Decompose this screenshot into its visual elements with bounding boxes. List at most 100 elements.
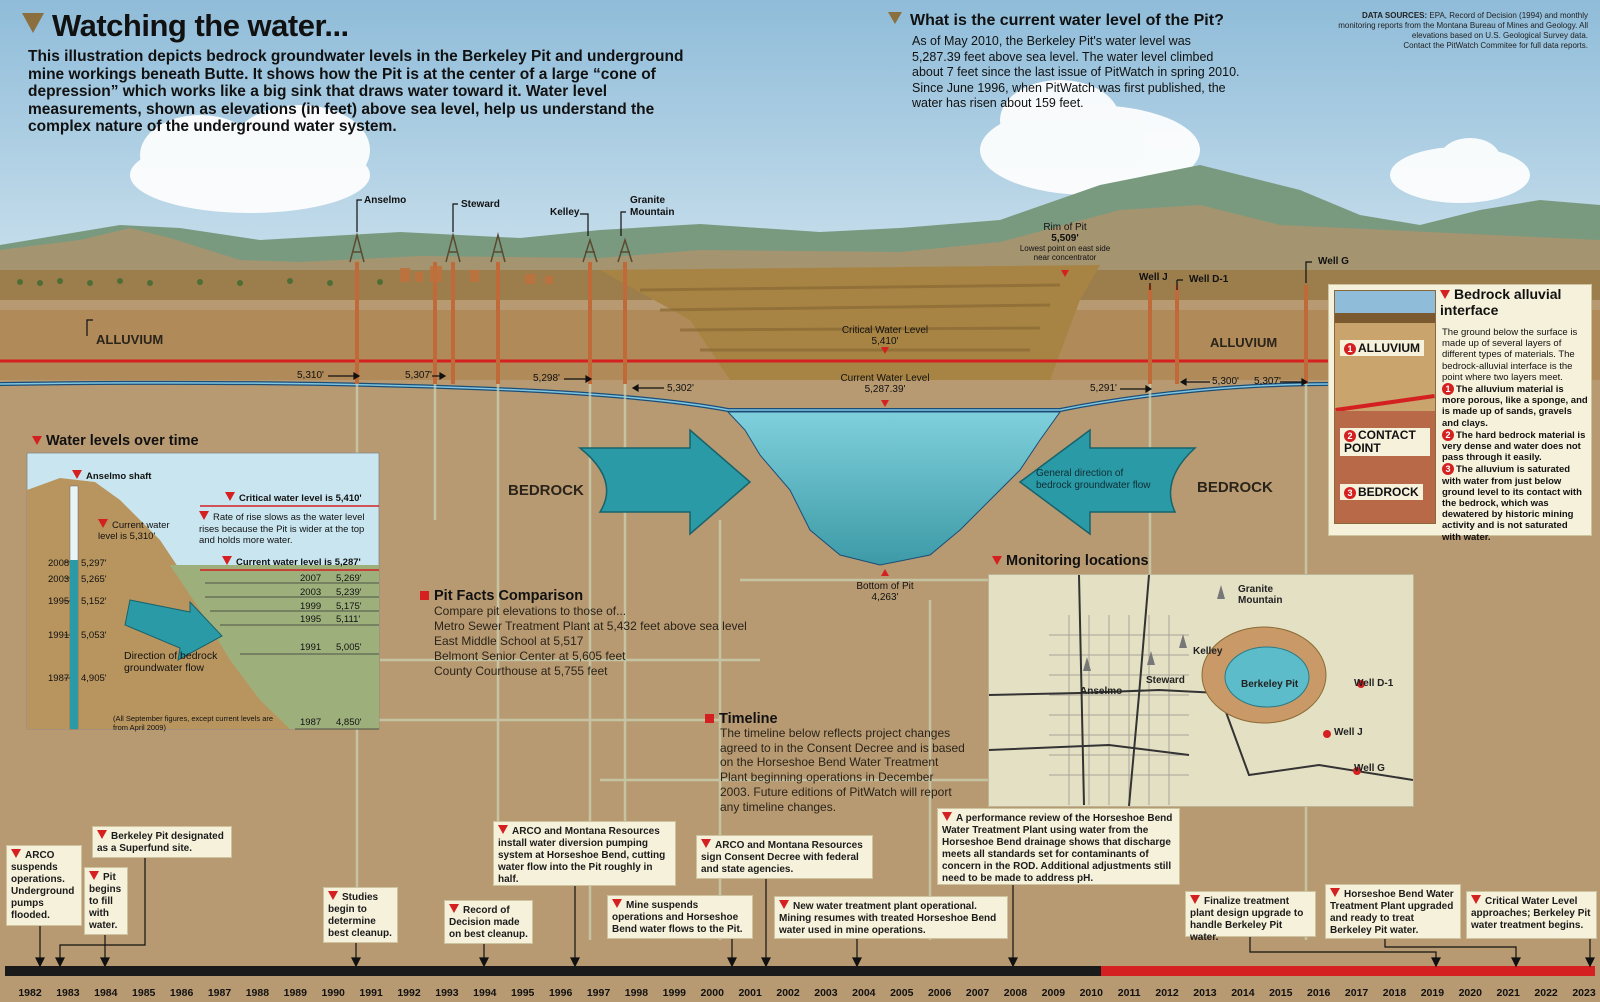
flow-direction-label: General direction of bedrock groundwater… [1036, 468, 1151, 491]
red-triangle-icon [779, 900, 789, 909]
timeline-year-label: 2009 [1041, 987, 1066, 999]
pit-level-value: 5,111' [336, 614, 361, 625]
timeline-year-label: 2006 [927, 987, 952, 999]
shaft-level-value: 5,053' [81, 630, 107, 641]
timeline-year-label: 2005 [890, 987, 914, 999]
map-label-well-g: Well G [1354, 763, 1385, 774]
shaft-label-steward: Steward [461, 199, 500, 210]
timeline-event: ARCO suspends operations. Underground pu… [6, 845, 82, 926]
intro-paragraph: This illustration depicts bedrock ground… [28, 48, 684, 135]
red-triangle-icon [199, 511, 209, 520]
alluvium-label-right: ALLUVIUM [1210, 335, 1278, 350]
shaft-label-anselmo: Anselmo [364, 195, 407, 206]
number-one-icon: 1 [1344, 343, 1356, 355]
level-reading: 5,300' [1212, 376, 1239, 387]
timeline-year-label: 1993 [435, 987, 459, 999]
red-triangle-icon [222, 556, 232, 565]
monitoring-map [988, 574, 1414, 807]
red-triangle-icon [72, 470, 82, 479]
timeline-year-label: 1987 [207, 987, 232, 999]
timeline-event: Mine suspends operations and Horseshoe B… [607, 895, 753, 939]
bedrock-interface-heading: Bedrock alluvial interface [1440, 286, 1562, 318]
timeline-year-label: 1988 [245, 987, 270, 999]
timeline-year-label: 2004 [852, 987, 876, 999]
timeline-year-label: 2010 [1079, 987, 1103, 999]
timeline-year-label: 1997 [586, 987, 611, 999]
red-triangle-icon [98, 519, 108, 528]
timeline-event: Finalize treatment plant design upgrade … [1185, 891, 1316, 943]
timeline-year-label: 1992 [397, 987, 421, 999]
timeline-year-label: 1990 [321, 987, 345, 999]
timeline-year-label: 1984 [94, 987, 118, 999]
timeline-year-label: 2019 [1420, 987, 1445, 999]
pit-level-value: 5,005' [336, 642, 362, 653]
red-triangle-icon [498, 825, 508, 834]
inset-flow-label: Direction of bedrock groundwater flow [124, 650, 218, 674]
well-label-j: Well J [1139, 272, 1168, 283]
current-water-level-label: Current Water Level 5,287.39' [840, 373, 930, 395]
inset-rate-note: Rate of rise slows as the water level ri… [199, 511, 365, 546]
timeline-event: Berkeley Pit designated as a Superfund s… [92, 826, 232, 858]
map-label-granite-mountain: Granite Mountain [1238, 584, 1283, 606]
shaft-level-row: 1991 [48, 630, 70, 641]
map-drawing [989, 575, 1413, 806]
timeline-year-label: 2011 [1117, 987, 1141, 999]
timeline-year-label: 1991 [359, 987, 383, 999]
timeline-year-label: 2023 [1572, 987, 1596, 999]
timeline-year-label: 2008 [1003, 987, 1028, 999]
timeline-event: ARCO and Montana Resources install water… [493, 821, 676, 886]
shaft-level-value: 5,152' [81, 596, 107, 607]
red-triangle-icon [11, 849, 21, 858]
red-triangle-icon [97, 830, 107, 839]
timeline-year-label: 1983 [56, 987, 80, 999]
timeline-year-label: 2007 [965, 987, 990, 999]
timeline-year-label: 1996 [548, 987, 573, 999]
level-reading: 5,302' [667, 383, 694, 394]
timeline-event: New water treatment plant operational. M… [774, 896, 1008, 939]
inset-critical: Critical water level is 5,410' [225, 492, 362, 504]
level-reading: 5,310' [297, 370, 324, 381]
timeline-year-label: 1995 [511, 987, 535, 999]
timeline-year-label: 2020 [1458, 987, 1482, 999]
level-reading: 5,307' [405, 370, 432, 381]
number-two-icon: 2 [1442, 428, 1454, 441]
timeline-year-label: 1982 [18, 987, 42, 999]
shaft-label-kelley: Kelley [550, 207, 580, 218]
timeline-year-label: 2022 [1534, 987, 1558, 999]
number-one-icon: 1 [1442, 383, 1454, 396]
red-triangle-icon [328, 891, 338, 900]
red-triangle-icon [612, 899, 622, 908]
inset-anselmo-shaft: Anselmo shaft [72, 470, 151, 482]
pit-level-year: 1995 [300, 614, 322, 625]
timeline-year-label: 2013 [1193, 987, 1217, 999]
pit-level-value: 5,269' [336, 573, 362, 584]
current-level-heading: What is the current water level of the P… [888, 12, 1224, 30]
shaft-label-granite-mountain: Granite Mountain [630, 195, 675, 218]
shaft-level-row: 1987 [48, 673, 70, 684]
level-reading: 5,298' [533, 373, 560, 384]
data-sources: DATA SOURCES: EPA, Record of Decision (1… [1338, 11, 1588, 50]
pit-level-year: 1987 [300, 717, 322, 728]
timeline-event: Record of Decision made on best cleanup. [444, 900, 533, 944]
timeline-year-label: 2001 [738, 987, 762, 999]
bedrock-interface-text: The ground below the surface is made up … [1442, 327, 1588, 543]
bedrock-label-right: BEDROCK [1197, 479, 1273, 496]
map-label-kelley: Kelley [1193, 646, 1223, 657]
timeline-year-label: 1998 [624, 987, 649, 999]
red-triangle-icon [701, 839, 711, 848]
alluvium-label-left: ALLUVIUM [96, 332, 164, 347]
red-triangle-icon [1471, 895, 1481, 904]
page-title: Watching the water... [22, 8, 349, 44]
red-square-icon [705, 714, 714, 723]
well-label-d1: Well D-1 [1189, 274, 1229, 285]
title-triangle-icon [22, 13, 44, 33]
timeline-year-label: 2017 [1344, 987, 1369, 999]
pit-level-value: 5,239' [336, 587, 362, 598]
inset-current-pit: Current water level is 5,287' [222, 556, 361, 568]
pit-level-value: 5,175' [336, 601, 362, 612]
pit-level-year: 1999 [300, 601, 322, 612]
map-label-berkeley-pit: Berkeley Pit [1241, 679, 1299, 690]
red-triangle-icon [1440, 290, 1450, 299]
timeline-event: Horseshoe Bend Water Treatment Plant upg… [1325, 884, 1461, 939]
